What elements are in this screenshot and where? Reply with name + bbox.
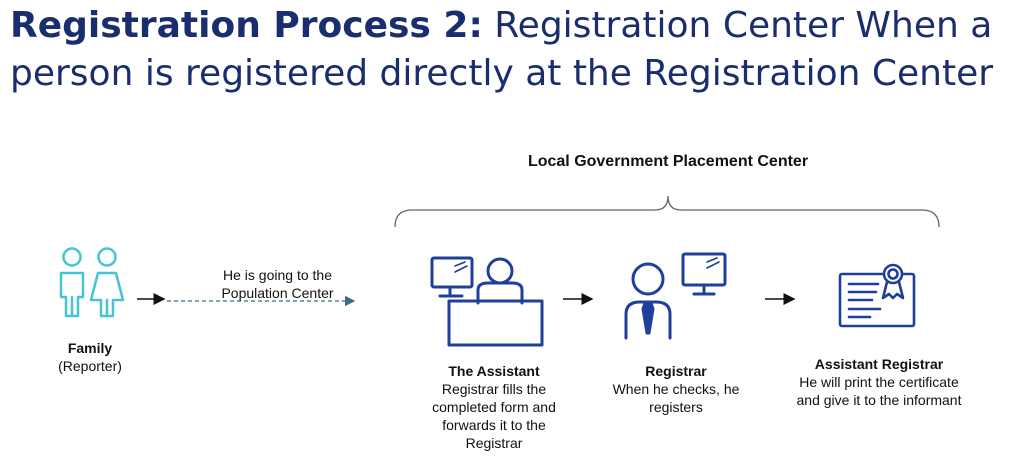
- step-assistant-name: The Assistant: [448, 363, 540, 379]
- page-title: Registration Process 2: Registration Cen…: [10, 2, 1020, 98]
- step-assistant-registrar: Assistant Registrar He will print the ce…: [792, 355, 966, 409]
- step-registrar: Registrar When he checks, he registers: [598, 362, 754, 416]
- step-assistant-desc: Registrar fills the completed form and f…: [432, 381, 556, 451]
- connector-label: He is going to the Population Center: [221, 267, 334, 301]
- registrar-icon: [624, 252, 727, 340]
- family-icon: [59, 247, 125, 318]
- step-registrar-name: Registrar: [645, 363, 707, 379]
- assistant-desk-icon: [430, 256, 544, 347]
- step-family-desc: (Reporter): [58, 358, 122, 374]
- step-assistant-registrar-desc: He will print the certificate and give i…: [796, 374, 962, 408]
- step-assistant-registrar-name: Assistant Registrar: [814, 356, 944, 372]
- step-registrar-desc: When he checks, he registers: [612, 381, 740, 415]
- placement-center-label: Local Government Placement Center: [527, 153, 809, 170]
- title-rest: Registration Center When a person is reg…: [10, 5, 994, 94]
- step-assistant: The Assistant Registrar fills the comple…: [418, 362, 570, 452]
- step-family-name: Family: [67, 340, 113, 356]
- center-brace: [394, 195, 940, 228]
- step-family: Family (Reporter): [28, 339, 152, 375]
- certificate-icon: [838, 263, 916, 328]
- title-bold: Registration Process 2:: [10, 5, 483, 46]
